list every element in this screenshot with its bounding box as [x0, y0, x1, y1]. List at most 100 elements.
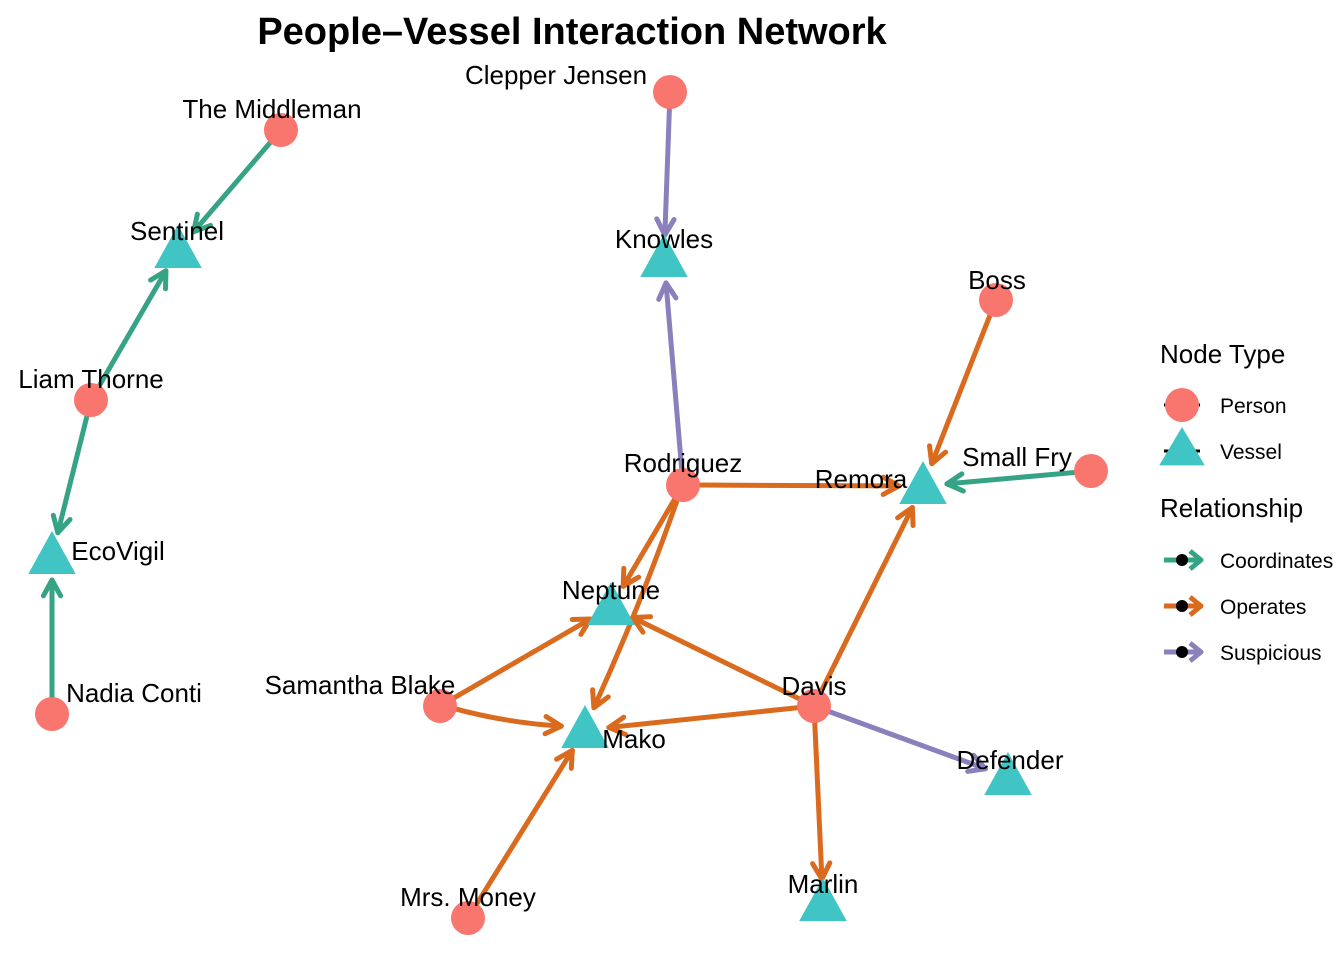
edge-arrowhead [191, 211, 213, 235]
legend-item-operates: Operates [1164, 595, 1306, 619]
legend-person-symbol [1165, 388, 1199, 422]
node-label-small-fry: Small Fry [962, 442, 1072, 472]
edge-liam-thorne-to-sentinel [94, 268, 169, 393]
node-nadia-conti [35, 697, 69, 731]
legend-label-coordinates: Coordinates [1220, 550, 1333, 573]
node-label-davis: Davis [781, 671, 846, 701]
edge-arrowhead [40, 577, 64, 599]
edge-davis-to-defender [822, 707, 988, 774]
edge-arrowhead [148, 268, 169, 292]
node-sentinel [154, 225, 202, 268]
edge-line [606, 704, 805, 730]
edge-arrowhead [965, 752, 988, 774]
legend-label-person: Person [1220, 395, 1287, 418]
node-neptune [587, 582, 635, 625]
edge-line [449, 705, 564, 729]
edge-small-fry-to-remora [944, 469, 1082, 494]
edge-arrowhead [880, 474, 902, 497]
edge-arrowhead [630, 614, 654, 635]
node-label-knowles: Knowles [615, 224, 713, 254]
edge-line [620, 492, 680, 589]
node-label-samantha-blake: Samantha Blake [265, 670, 456, 700]
edge-clepper-jensen-to-knowles [654, 101, 677, 238]
edge-arrowhead [542, 714, 564, 737]
node-mrs-money [451, 901, 485, 935]
node-rodriguez [666, 468, 700, 502]
legend-title-relationship: Relationship [1160, 493, 1303, 523]
node-defender [984, 752, 1032, 795]
edge-nadia-conti-to-ecovigil [40, 577, 64, 705]
legend-label-vessel: Vessel [1220, 441, 1282, 464]
node-clepper-jensen [653, 75, 687, 109]
chart-title: People–Vessel Interaction Network [257, 11, 887, 53]
edge-rodriguez-to-neptune [620, 492, 680, 589]
legend-edge-arrowhead [1188, 549, 1204, 571]
nodes-layer [28, 75, 1108, 935]
edge-rodriguez-to-remora [692, 474, 902, 497]
edge-line [929, 308, 995, 467]
legend-edge-arrowhead [1188, 641, 1204, 663]
edge-the-middleman-to-sentinel [191, 136, 276, 235]
legend-edge-dot [1176, 600, 1188, 612]
legend-edge-arrowhead [1188, 595, 1204, 617]
node-label-rodriguez: Rodriguez [624, 448, 743, 478]
edges-layer [40, 101, 1082, 911]
edge-arrowhead [606, 714, 628, 737]
legend-item-suspicious: Suspicious [1164, 641, 1322, 665]
edge-arrowhead [656, 280, 679, 302]
legend-edge-dot [1176, 554, 1188, 566]
edge-line [822, 707, 988, 772]
node-label-marlin: Marlin [788, 869, 859, 899]
edge-line [944, 469, 1082, 487]
node-label-the-middleman: The Middleman [182, 94, 361, 124]
node-davis [797, 689, 831, 723]
edge-arrowhead [50, 512, 73, 536]
node-label-mako: Mako [602, 724, 666, 754]
legend-edge-dot [1176, 646, 1188, 658]
edge-arrowhead [590, 687, 611, 711]
edge-line [471, 747, 575, 911]
node-ecovigil [28, 531, 76, 574]
node-the-middleman [264, 113, 298, 147]
node-knowles [640, 234, 688, 277]
node-mako [561, 705, 609, 748]
edge-davis-to-marlin [810, 715, 833, 882]
edge-rodriguez-to-knowles [656, 280, 685, 476]
edge-arrowhead [554, 747, 575, 771]
edge-arrowhead [895, 505, 916, 528]
edge-line [447, 616, 593, 703]
edge-samantha-blake-to-neptune [447, 616, 593, 703]
node-label-neptune: Neptune [562, 575, 660, 605]
edge-line [812, 715, 825, 882]
edge-line [692, 482, 902, 489]
edge-line [55, 409, 91, 536]
node-label-nadia-conti: Nadia Conti [66, 678, 202, 708]
edge-samantha-blake-to-mako [449, 705, 564, 737]
edge-arrowhead [944, 471, 966, 494]
legend-item-vessel: Vessel [1159, 427, 1282, 466]
edge-line [94, 268, 169, 393]
node-label-boss: Boss [968, 265, 1026, 295]
legend-title-node-type: Node Type [1160, 339, 1285, 369]
node-samantha-blake [423, 689, 457, 723]
legend-item-person: Person [1164, 388, 1287, 422]
legend-vessel-symbol [1159, 427, 1205, 466]
legend-item-coordinates: Coordinates [1164, 549, 1333, 573]
edge-davis-to-mako [606, 704, 805, 737]
edge-liam-thorne-to-ecovigil [50, 409, 91, 536]
edge-line [663, 280, 685, 476]
node-small-fry [1074, 454, 1108, 488]
edge-davis-to-neptune [630, 614, 806, 704]
edge-line [630, 615, 806, 704]
node-label-clepper-jensen: Clepper Jensen [465, 60, 647, 90]
node-liam-thorne [74, 383, 108, 417]
node-label-liam-thorne: Liam Thorne [18, 364, 164, 394]
edge-arrowhead [810, 860, 833, 882]
edge-arrowhead [569, 616, 593, 637]
edge-arrowhead [620, 565, 642, 589]
